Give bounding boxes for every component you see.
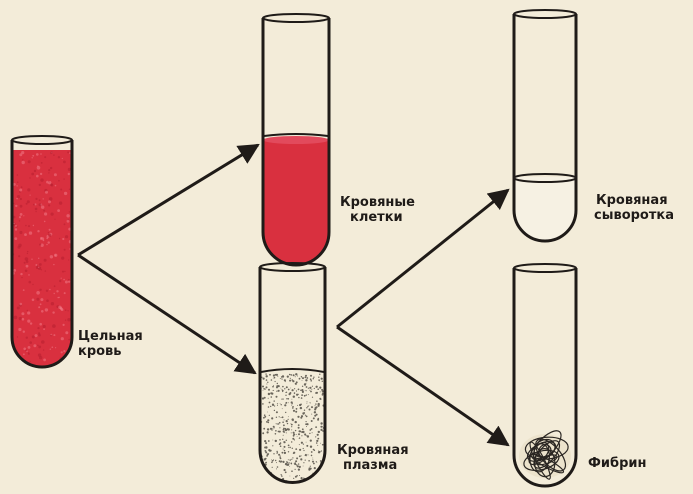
test-tube-blood-serum bbox=[514, 10, 576, 247]
test-tube-fibrin bbox=[514, 264, 576, 486]
test-tube-blood-cells bbox=[263, 14, 329, 270]
label-whole-blood: Цельная кровь bbox=[78, 329, 143, 359]
arrow-to-blood-cells bbox=[78, 145, 258, 255]
plasma-dots bbox=[260, 373, 325, 484]
test-tube-blood-plasma bbox=[260, 263, 325, 484]
label-blood-plasma: Кровяная плазма bbox=[337, 443, 409, 473]
label-blood-cells: Кровяные клетки bbox=[340, 195, 415, 225]
test-tube-whole-blood bbox=[12, 136, 72, 375]
label-blood-serum: Кровяная сыворотка bbox=[594, 193, 674, 223]
fibrin-clot bbox=[519, 426, 571, 481]
arrow-to-fibrin bbox=[337, 327, 508, 445]
label-fibrin: Фибрин bbox=[588, 456, 646, 471]
blood-cells-fill bbox=[263, 140, 329, 270]
